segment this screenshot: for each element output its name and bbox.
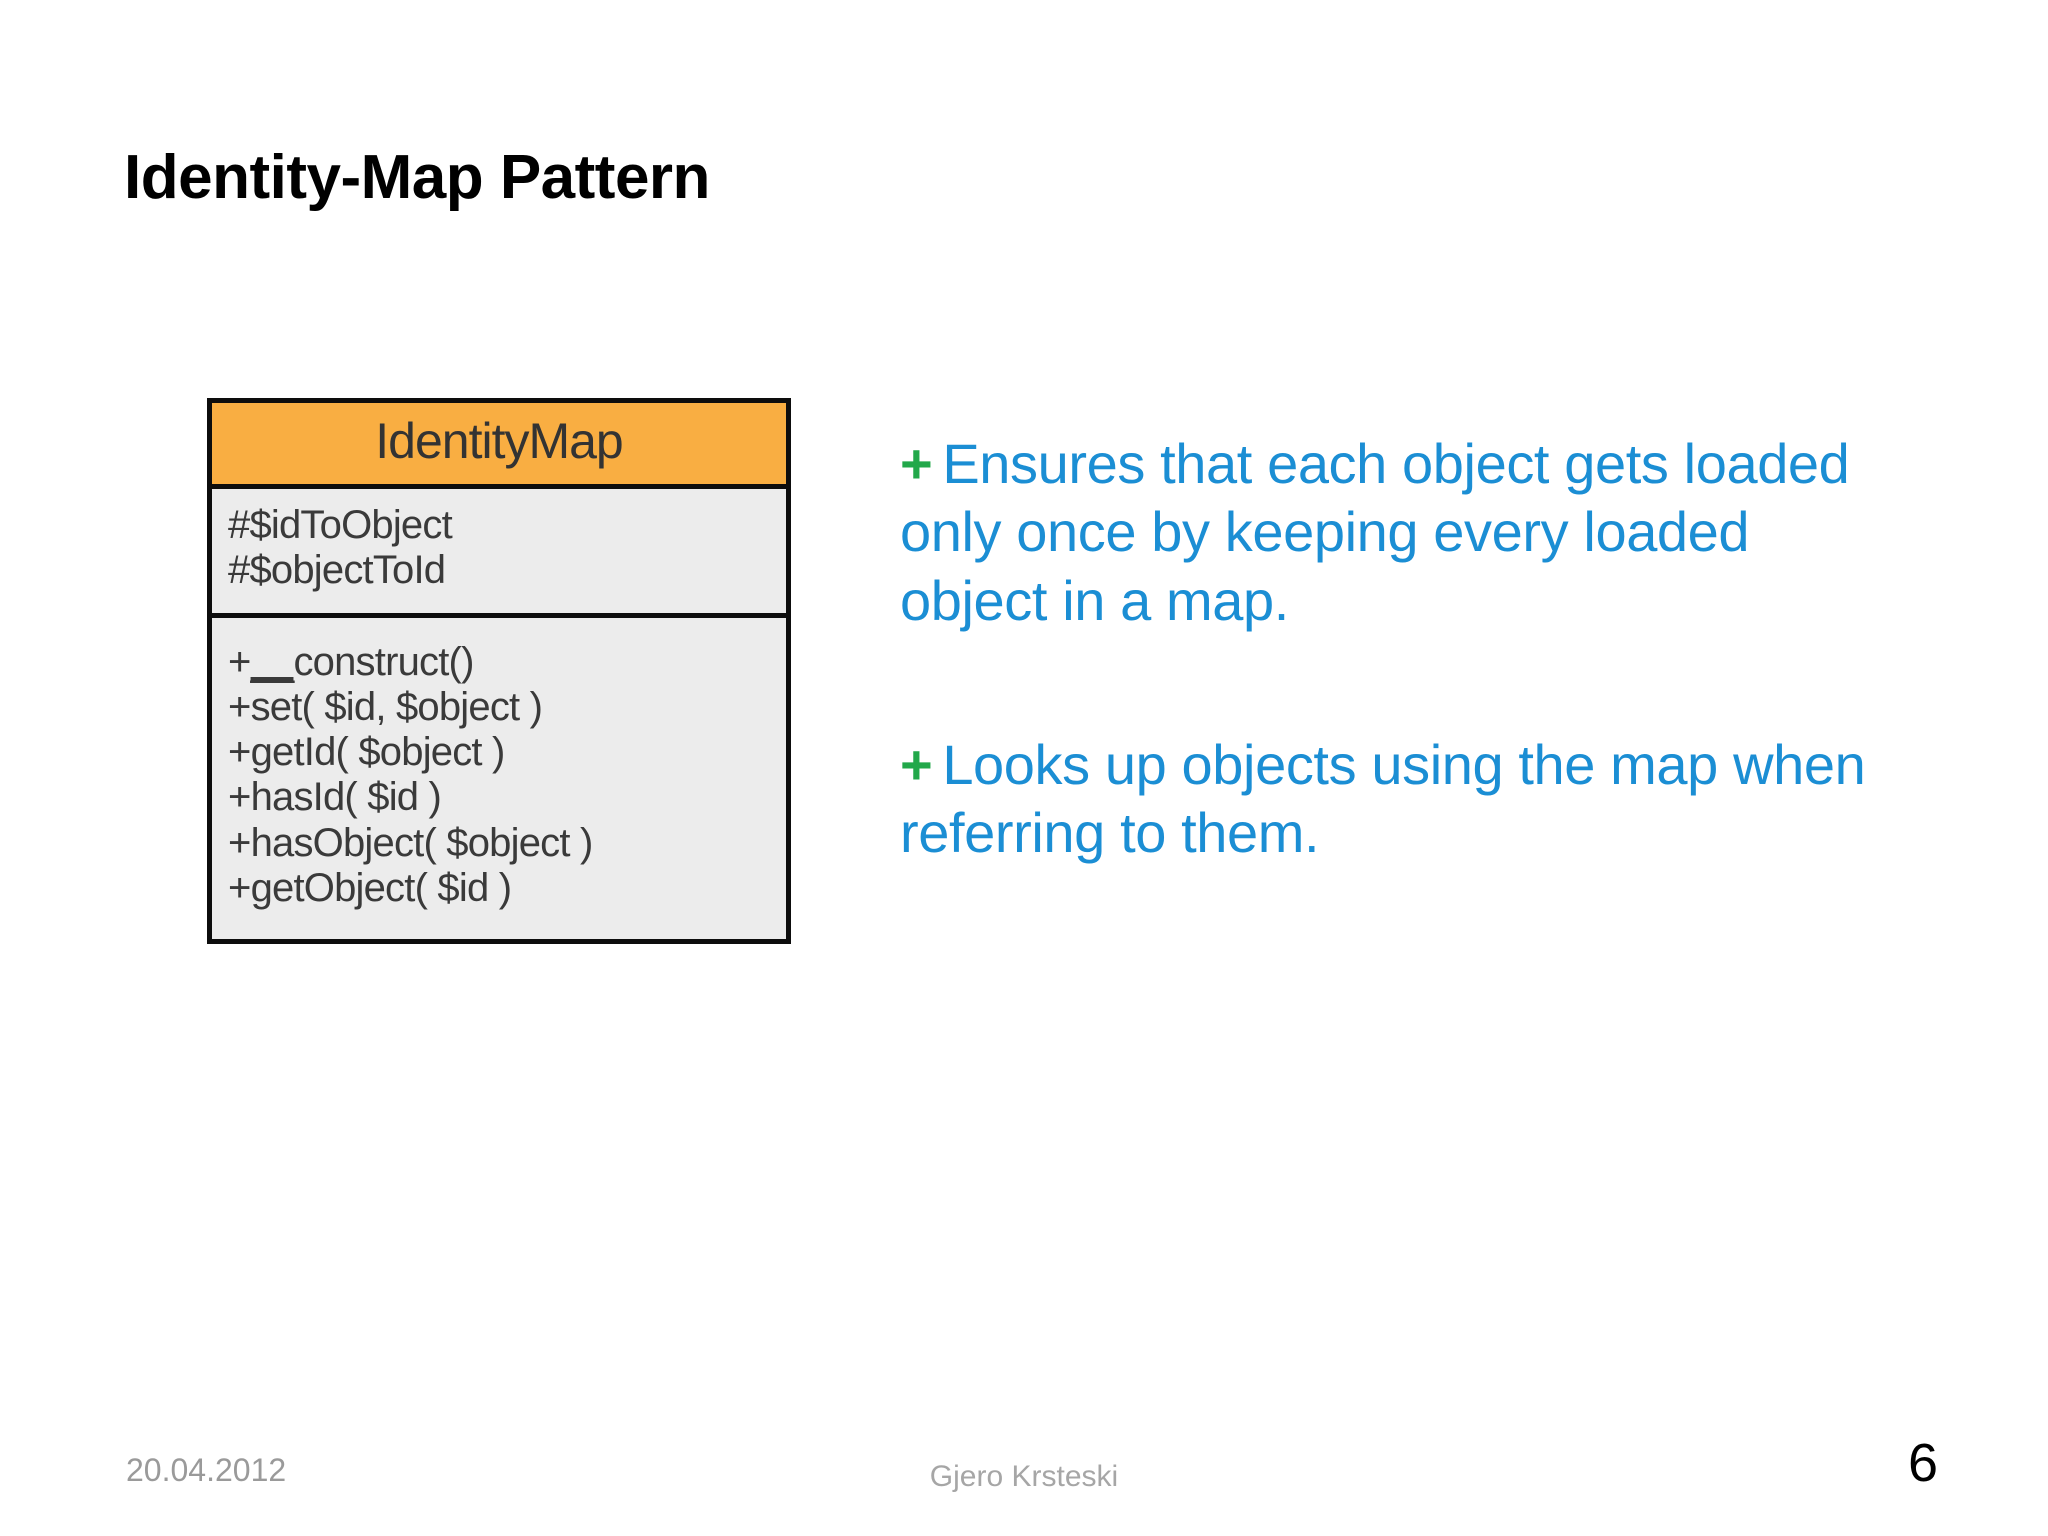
bullet-text: Looks up objects using the map when refe… xyxy=(900,732,1866,865)
uml-method-signature: set( $id, $object ) xyxy=(250,685,543,730)
uml-method-visibility: + xyxy=(228,639,251,684)
uml-method: +getId( $object ) xyxy=(228,730,786,775)
uml-method-underline: __ xyxy=(250,639,295,684)
uml-method-visibility: + xyxy=(228,820,251,865)
uml-method: +hasObject( $object ) xyxy=(228,821,786,866)
bullet-list: +Ensures that each object gets loaded on… xyxy=(900,430,1910,868)
uml-method-signature: hasObject( $object ) xyxy=(250,820,594,865)
uml-method-signature: getId( $object ) xyxy=(250,730,506,775)
uml-attribute: #$objectToId xyxy=(228,547,446,592)
list-item: +Looks up objects using the map when ref… xyxy=(900,731,1910,868)
plus-bullet-icon: + xyxy=(900,432,933,495)
uml-method: +getObject( $id ) xyxy=(228,866,786,911)
uml-class-name: IdentityMap xyxy=(212,403,786,489)
page-title: Identity-Map Pattern xyxy=(124,143,710,212)
uml-method-visibility: + xyxy=(228,685,251,730)
uml-method-signature: construct() xyxy=(293,639,474,684)
footer-page-number: 6 xyxy=(1907,1433,1938,1493)
plus-bullet-icon: + xyxy=(900,732,933,796)
uml-method-signature: hasId( $id ) xyxy=(250,775,442,820)
footer-author: Gjero Krsteski xyxy=(929,1460,1119,1493)
uml-method: +set( $id, $object ) xyxy=(228,685,786,730)
uml-methods-compartment: +__construct() +set( $id, $object ) +get… xyxy=(212,618,786,939)
uml-attributes-compartment: #$idToObject #$objectToId xyxy=(212,489,786,618)
list-item: +Ensures that each object gets loaded on… xyxy=(900,430,1910,635)
uml-method-visibility: + xyxy=(228,730,251,775)
footer-date: 20.04.2012 xyxy=(126,1452,287,1488)
uml-method: +hasId( $id ) xyxy=(228,775,786,820)
uml-class-box: IdentityMap #$idToObject #$objectToId +_… xyxy=(207,398,791,944)
uml-attribute: #$idToObject xyxy=(228,502,453,547)
uml-method-visibility: + xyxy=(228,865,251,910)
uml-method-signature: getObject( $id ) xyxy=(250,865,512,910)
bullet-text: Ensures that each object gets loaded onl… xyxy=(900,432,1850,632)
uml-method: +__construct() xyxy=(228,640,786,685)
uml-method-visibility: + xyxy=(228,775,251,820)
